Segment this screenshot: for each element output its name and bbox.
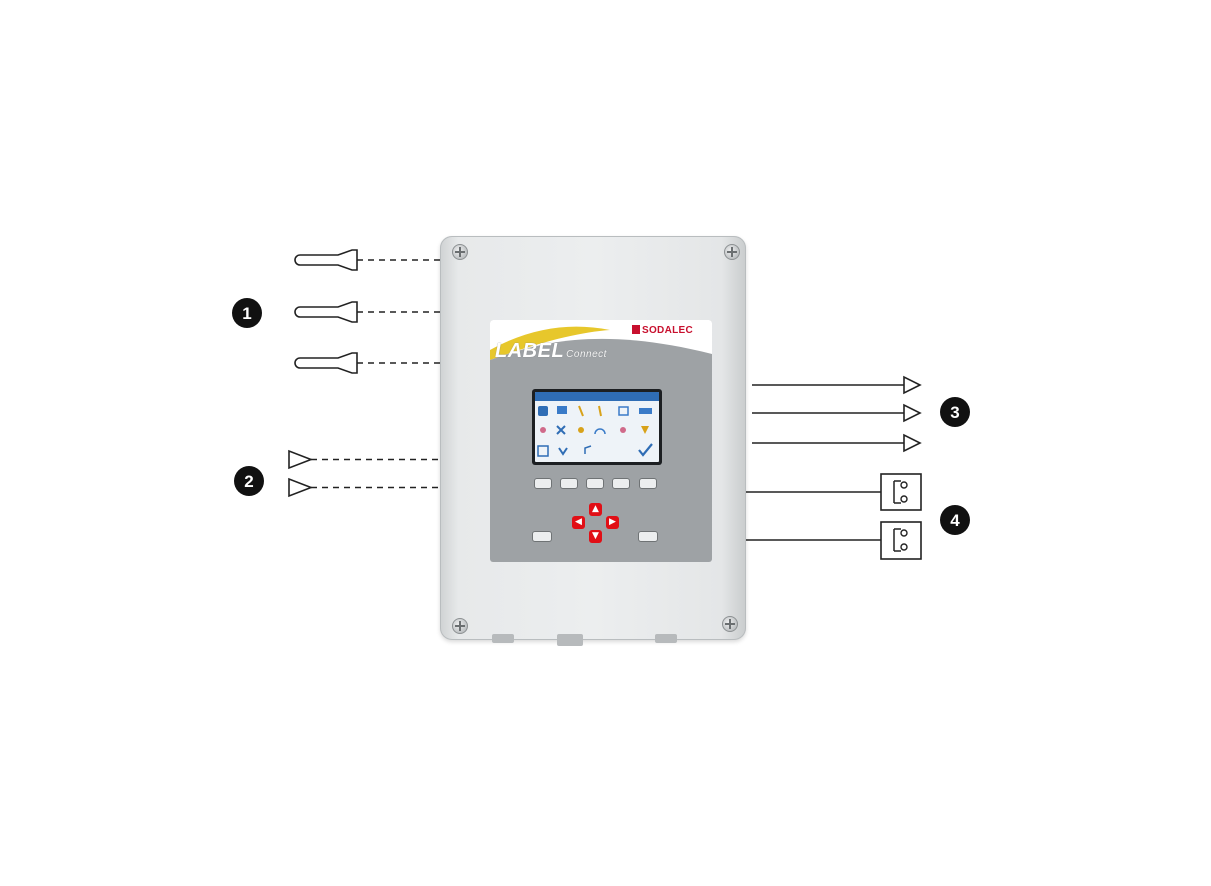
function-key-f3[interactable]: [586, 478, 604, 489]
callout-3: 3: [940, 397, 970, 427]
callout-number: 3: [950, 403, 959, 422]
function-key-f4[interactable]: [612, 478, 630, 489]
arrow-right-icon[interactable]: ▶: [606, 516, 619, 529]
lcd-screen: [532, 389, 662, 465]
function-key-f1[interactable]: [534, 478, 552, 489]
screw-icon: [452, 618, 468, 634]
callout-2: 2: [234, 466, 264, 496]
brand-logo: SODALEC: [632, 325, 693, 336]
output-arrow-icon: [752, 375, 922, 395]
screw-icon: [722, 616, 738, 632]
input-triangle-icon: [288, 449, 440, 470]
arrow-left-icon[interactable]: ◀: [572, 516, 585, 529]
lcd-display: [535, 392, 659, 462]
lcd-title-bar: [535, 392, 659, 401]
output-arrow-icon: [752, 433, 922, 453]
arrow-down-icon[interactable]: ▼: [589, 530, 602, 543]
callout-number: 4: [950, 511, 960, 530]
cable-gland: [655, 634, 677, 643]
product-name: LABEL: [495, 340, 565, 362]
relay-contact-icon: [746, 473, 922, 511]
callout-4: 4: [940, 505, 970, 535]
function-key-f2[interactable]: [560, 478, 578, 489]
input-triangle-icon: [288, 477, 440, 498]
cable-gland: [557, 634, 583, 646]
yellow-swoosh: [490, 326, 712, 380]
screw-icon: [452, 244, 468, 260]
brand-name: SODALEC: [642, 325, 693, 336]
cable-gland: [492, 634, 514, 643]
screw-icon: [724, 244, 740, 260]
enter-key[interactable]: [638, 531, 658, 542]
probe-sensor-icon: [294, 301, 440, 323]
product-subtitle: Connect: [566, 349, 607, 360]
brand-mark-icon: [632, 325, 640, 334]
escape-key[interactable]: [532, 531, 552, 542]
output-arrow-icon: [752, 403, 922, 423]
probe-sensor-icon: [294, 249, 440, 271]
callout-number: 1: [242, 304, 251, 323]
function-key-f5[interactable]: [639, 478, 657, 489]
relay-contact-icon: [746, 521, 922, 560]
arrow-up-icon[interactable]: ▲: [589, 503, 602, 516]
probe-sensor-icon: [294, 352, 440, 374]
callout-1: 1: [232, 298, 262, 328]
callout-number: 2: [244, 472, 253, 491]
lcd-menu-icons: [537, 405, 653, 457]
